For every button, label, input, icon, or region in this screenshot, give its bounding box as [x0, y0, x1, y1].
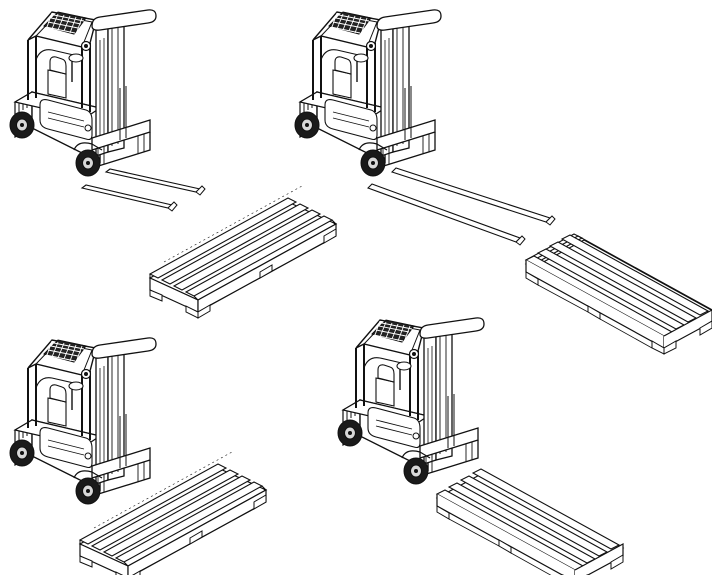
panel-forklift-forks-short: [9, 8, 337, 319]
forklift-body: [9, 8, 157, 177]
forklift-body: [294, 8, 442, 177]
fork-tines: [81, 168, 206, 212]
fork-tines-long: [368, 168, 555, 245]
panel-forklift-fork-under-pallet: [9, 336, 267, 580]
forklift-body: [337, 316, 485, 485]
panel-forklift-fork-under-pallet-2: [337, 316, 623, 580]
panel-forklift-forks-long: [294, 8, 712, 354]
forklift-body: [9, 336, 157, 505]
pallet: [149, 185, 337, 319]
pallet: [526, 234, 712, 354]
pallet: [437, 469, 623, 580]
